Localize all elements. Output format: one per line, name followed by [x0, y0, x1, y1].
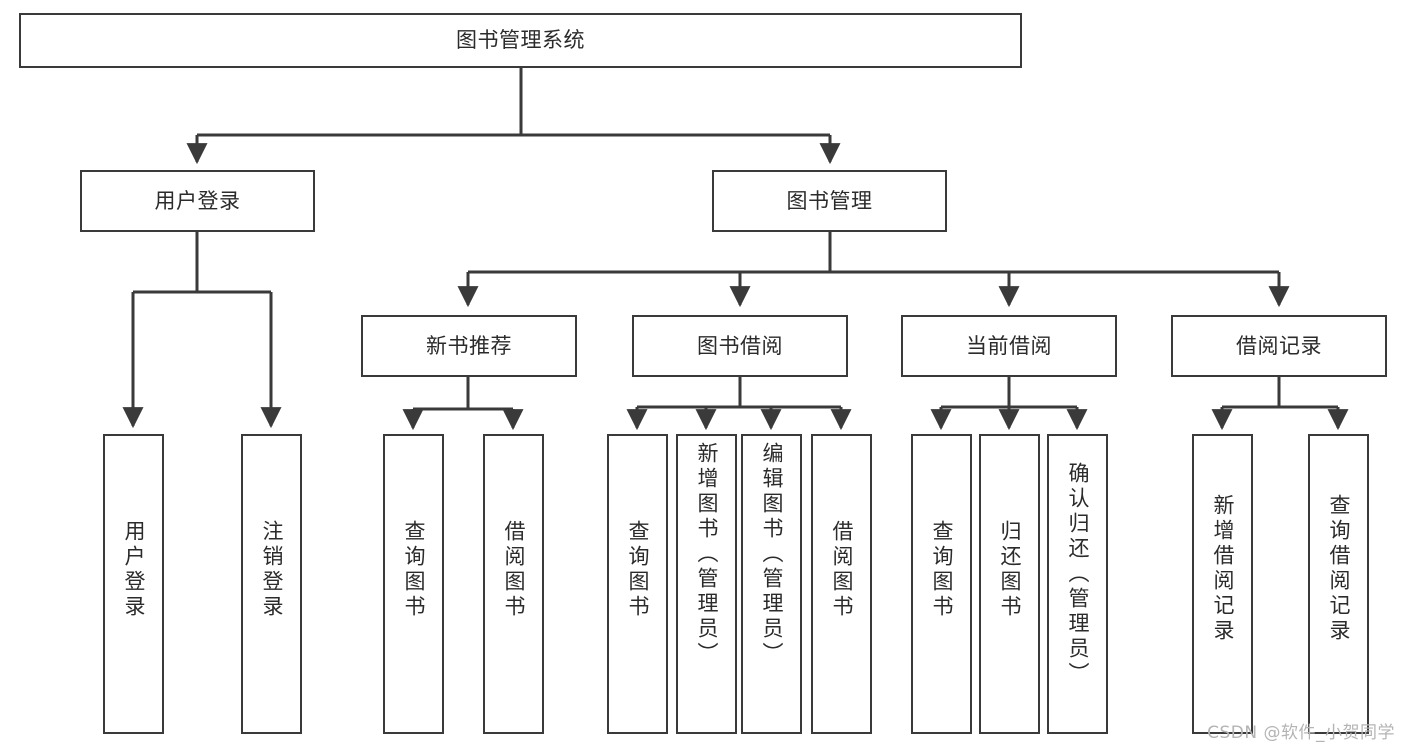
leaf-borrow-books-recommend[interactable]: 借阅图书: [483, 434, 544, 734]
node-new-book-recommend[interactable]: 新书推荐: [361, 315, 577, 377]
leaf-confirm-return-admin[interactable]: 确认归还（管理员）: [1047, 434, 1108, 734]
leaf-query-books-current[interactable]: 查询图书: [911, 434, 972, 734]
leaf-borrow-books[interactable]: 借阅图书: [811, 434, 872, 734]
watermark: CSDN @软件_小贺同学: [1207, 723, 1395, 743]
node-user-login[interactable]: 用户登录: [80, 170, 315, 232]
leaf-query-books-borrow-label: 查询图书: [626, 520, 650, 620]
node-current-borrow-label: 当前借阅: [966, 333, 1052, 358]
leaf-edit-book-admin-label: 编辑图书（管理员）: [760, 442, 784, 667]
leaf-query-books-borrow[interactable]: 查询图书: [607, 434, 668, 734]
node-borrow-records[interactable]: 借阅记录: [1171, 315, 1387, 377]
leaf-edit-book-admin[interactable]: 编辑图书（管理员）: [741, 434, 802, 734]
node-root[interactable]: 图书管理系统: [19, 13, 1022, 68]
leaf-borrow-books-recommend-label: 借阅图书: [502, 520, 526, 620]
leaf-add-book-admin[interactable]: 新增图书（管理员）: [676, 434, 737, 734]
leaf-add-borrow-record-label: 新增借阅记录: [1211, 494, 1235, 644]
node-book-management[interactable]: 图书管理: [712, 170, 947, 232]
leaf-query-books-current-label: 查询图书: [930, 520, 954, 620]
leaf-logout[interactable]: 注销登录: [241, 434, 302, 734]
leaf-confirm-return-admin-label: 确认归还（管理员）: [1066, 462, 1090, 687]
node-user-login-label: 用户登录: [154, 188, 241, 213]
leaf-logout-label: 注销登录: [260, 520, 284, 620]
node-book-management-label: 图书管理: [786, 188, 873, 213]
leaf-user-login-label: 用户登录: [122, 520, 146, 620]
leaf-query-books-recommend-label: 查询图书: [402, 520, 426, 620]
leaf-return-books[interactable]: 归还图书: [979, 434, 1040, 734]
leaf-return-books-label: 归还图书: [998, 520, 1022, 620]
node-borrow-records-label: 借阅记录: [1236, 333, 1322, 358]
leaf-query-borrow-record-label: 查询借阅记录: [1327, 494, 1351, 644]
node-root-label: 图书管理系统: [456, 28, 585, 53]
leaf-add-borrow-record[interactable]: 新增借阅记录: [1192, 434, 1253, 734]
leaf-query-books-recommend[interactable]: 查询图书: [383, 434, 444, 734]
node-book-borrow[interactable]: 图书借阅: [632, 315, 848, 377]
node-book-borrow-label: 图书借阅: [697, 333, 783, 358]
leaf-add-book-admin-label: 新增图书（管理员）: [695, 442, 719, 667]
leaf-user-login[interactable]: 用户登录: [103, 434, 164, 734]
leaf-query-borrow-record[interactable]: 查询借阅记录: [1308, 434, 1369, 734]
leaf-borrow-books-label: 借阅图书: [830, 520, 854, 620]
node-current-borrow[interactable]: 当前借阅: [901, 315, 1117, 377]
node-new-book-recommend-label: 新书推荐: [426, 333, 512, 358]
